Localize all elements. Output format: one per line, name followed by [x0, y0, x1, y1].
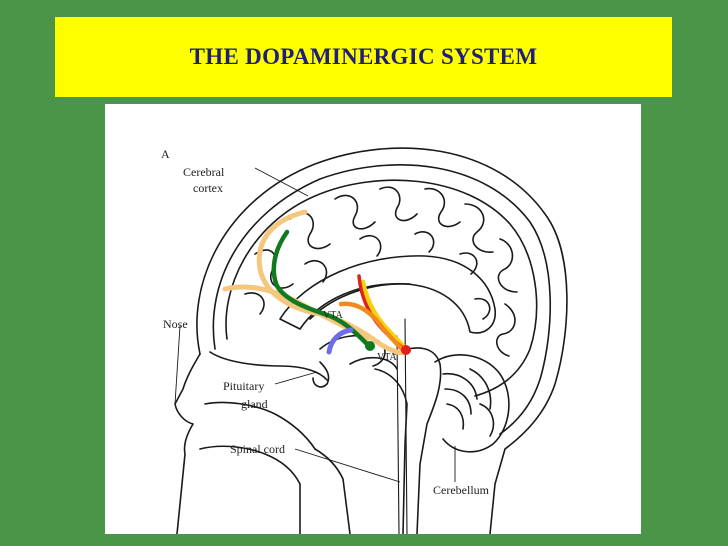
slide-title: THE DOPAMINERGIC SYSTEM: [189, 44, 538, 69]
skull-inner-outline: [212, 164, 552, 435]
brain-diagram: A Cerebral cortex Nose Pituitary gland S…: [161, 147, 568, 534]
vta-upper-label: VTA: [323, 310, 344, 321]
skull-outline: [196, 147, 568, 534]
cerebral-label: Cerebral: [183, 165, 225, 179]
vta-lower-label: VTA: [377, 352, 398, 363]
spinal-cord-leader: [294, 448, 401, 483]
nasal-passage: [209, 351, 328, 381]
vta-dot: [401, 345, 411, 355]
pathway-yellow: [360, 279, 408, 351]
face-outline: [174, 353, 201, 534]
pituitary-shape: [312, 361, 330, 388]
cerebellum-label: Cerebellum: [433, 483, 490, 497]
nose-leader: [174, 325, 181, 405]
pituitary-label: Pituitary: [223, 379, 264, 393]
brain-diagram-panel: A Cerebral cortex Nose Pituitary gland S…: [105, 104, 641, 534]
cortex-label: cortex: [193, 181, 223, 195]
cerebellum-shape: [434, 354, 510, 453]
spinal-cord-label: Spinal cord: [230, 442, 285, 456]
cerebral-cortex-leader: [254, 167, 309, 197]
cerebrum-outline: [225, 179, 538, 397]
brainstem: [394, 347, 442, 534]
pathway-blue: [326, 327, 354, 355]
title-banner: THE DOPAMINERGIC SYSTEM: [55, 17, 672, 97]
pituitary-leader: [274, 371, 318, 385]
figure-letter: A: [161, 147, 170, 161]
corpus-callosum: [279, 255, 496, 334]
pathway-orange: [338, 301, 406, 353]
gland-label: gland: [241, 397, 268, 411]
substantia-nigra-dot: [365, 341, 375, 351]
nose-label: Nose: [163, 317, 188, 331]
